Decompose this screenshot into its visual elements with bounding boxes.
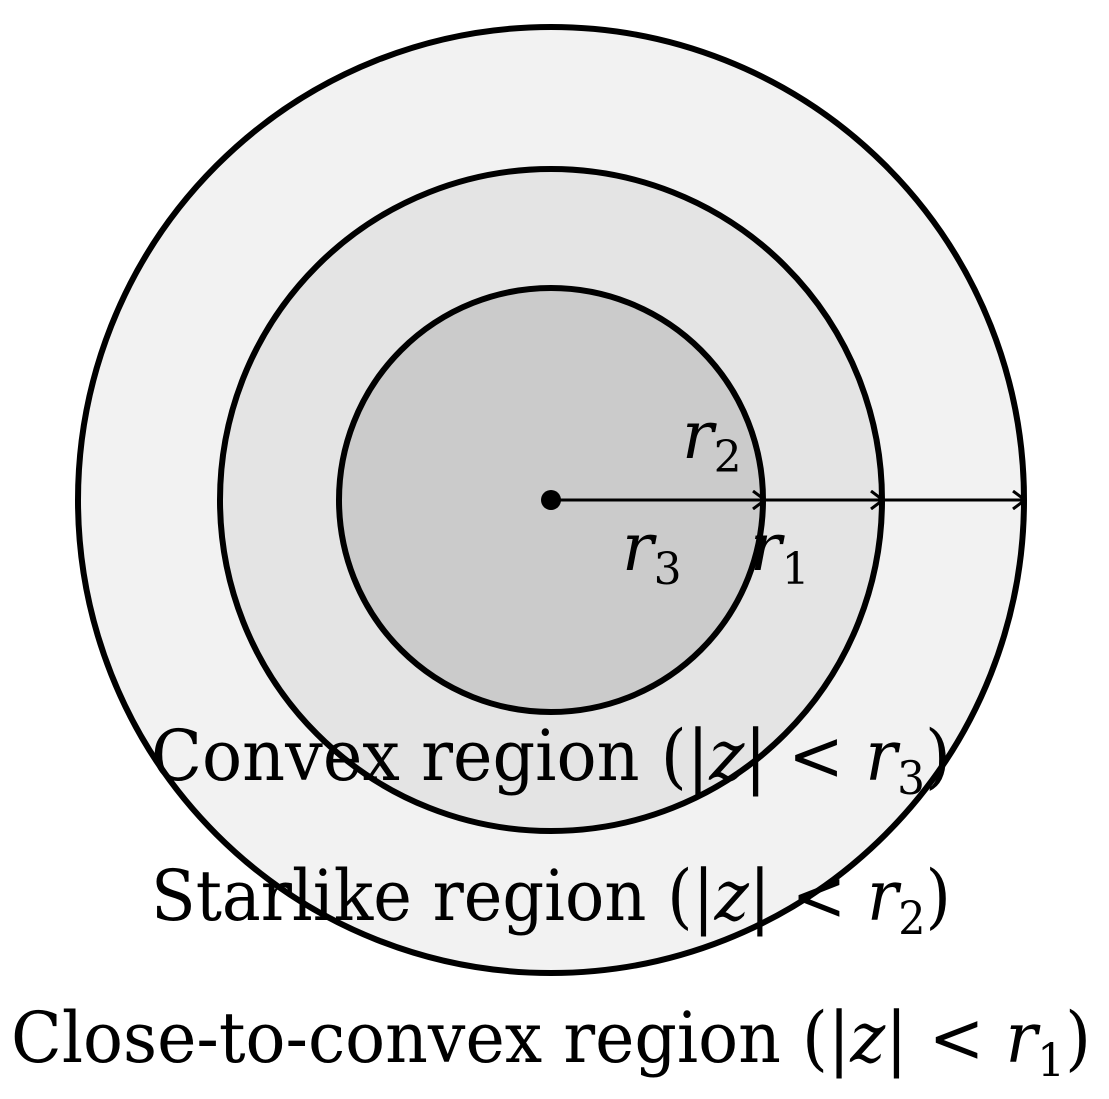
close-to-convex-region-label: Close-to-convex region (|z| < r1) bbox=[11, 997, 1091, 1087]
radius-label-r3: r3 bbox=[622, 509, 682, 595]
radius-label-r1: r1 bbox=[750, 509, 810, 595]
convex-region-label: Convex region (|z| < r3) bbox=[151, 715, 951, 805]
center-point bbox=[541, 490, 561, 510]
radius-label-r2: r2 bbox=[682, 397, 742, 483]
starlike-region-label: Starlike region (|z| < r2) bbox=[151, 855, 951, 945]
